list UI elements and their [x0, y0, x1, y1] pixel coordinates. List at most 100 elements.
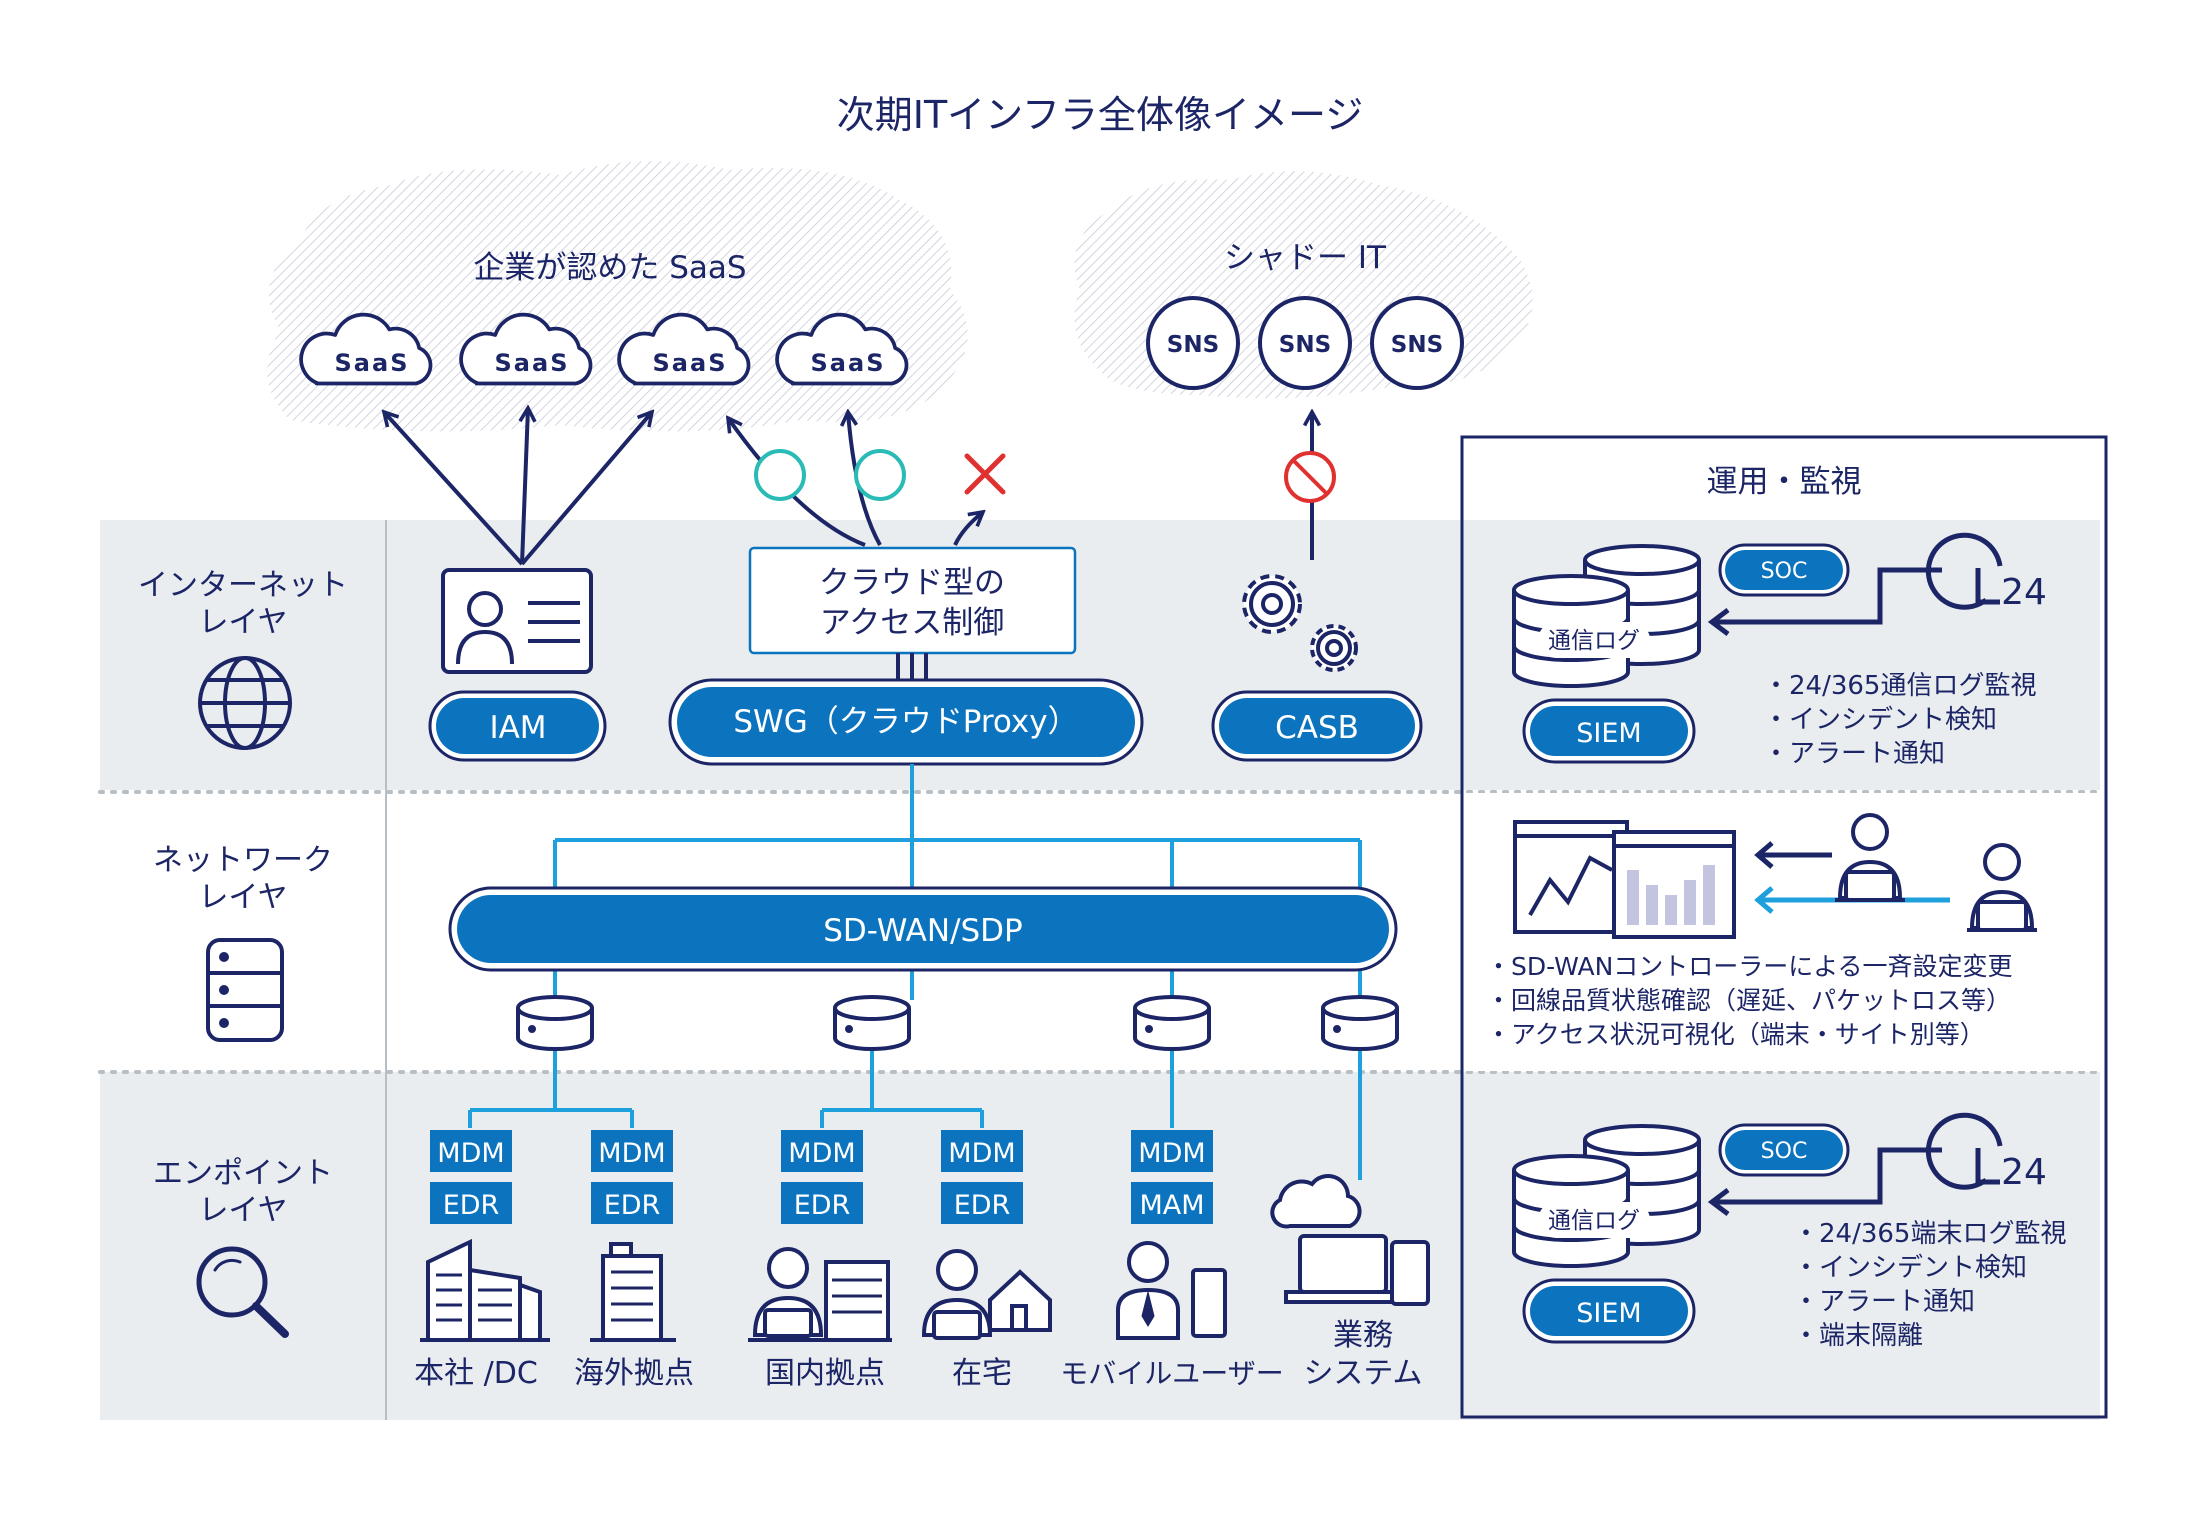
ops-bullet: ・アラート通知 — [1763, 739, 1945, 769]
iam-saas-arrows — [384, 408, 652, 566]
clock-icon — [1925, 1112, 2003, 1190]
svg-text:EDR: EDR — [954, 1190, 1011, 1221]
site-label: 業務 — [1333, 1318, 1393, 1353]
endpoint-layer-label: エンポイント — [153, 1156, 333, 1191]
soc-pill: SOC — [1718, 543, 1850, 597]
domestic-office-worker-icon — [748, 1247, 892, 1342]
database-icon — [206, 938, 284, 1042]
svg-text:IAM: IAM — [489, 710, 546, 746]
svg-text:MDM: MDM — [598, 1138, 665, 1169]
svg-text:SNS: SNS — [1391, 332, 1443, 358]
diagram-title: 次期ITインフラ全体像イメージ — [837, 93, 1364, 137]
monitoring-arrow — [1707, 1147, 1942, 1216]
svg-text:SaaS: SaaS — [495, 349, 570, 377]
gear-icon — [1242, 574, 1358, 672]
router-icon — [1321, 995, 1399, 1051]
dashboard-bar-chart-icon — [1612, 830, 1736, 939]
ops-bullet: ・アラート通知 — [1793, 1287, 1975, 1317]
svg-text:MDM: MDM — [788, 1138, 855, 1169]
soc-pill: SOC — [1718, 1123, 1850, 1177]
svg-text:MDM: MDM — [948, 1138, 1015, 1169]
site-label: 在宅 — [952, 1356, 1012, 1391]
svg-text:EDR: EDR — [443, 1190, 500, 1221]
svg-text:MDM: MDM — [1138, 1138, 1205, 1169]
internet-layer-label-2: レイヤ — [198, 605, 287, 640]
endpoint-tag: MAM — [1131, 1182, 1213, 1224]
endpoint-tag: MDM — [941, 1130, 1023, 1172]
ops-bullet: ・回線品質状態確認（遅延、パケットロス等） — [1486, 986, 2011, 1015]
operations-title: 運用・監視 — [1707, 464, 1862, 500]
shadow-it-title: シャドー IT — [1224, 240, 1387, 276]
endpoint-tag: MDM — [781, 1130, 863, 1172]
swg-connector — [896, 653, 928, 683]
svg-text:MAM: MAM — [1139, 1190, 1204, 1221]
endpoint-tag: EDR — [430, 1182, 512, 1224]
site-label: システム — [1303, 1356, 1422, 1391]
clock-24-label: 24 — [2001, 1152, 2047, 1193]
svg-text:SD-WAN/SDP: SD-WAN/SDP — [823, 913, 1023, 949]
sdwan-pill: SD-WAN/SDP — [448, 886, 1398, 972]
globe-icon — [198, 656, 292, 750]
operator-at-laptop-icon — [1835, 813, 1905, 902]
endpoint-tag: MDM — [591, 1130, 673, 1172]
internet-layer-label: インターネット — [138, 568, 348, 603]
home-worker-icon — [921, 1249, 1052, 1340]
ops-bullet: ・24/365通信ログ監視 — [1763, 671, 2036, 701]
ops-bullet: ・インシデント検知 — [1763, 705, 1997, 735]
endpoint-tag: EDR — [781, 1182, 863, 1224]
saas-cloud: SaaS — [461, 315, 590, 384]
svg-text:SIEM: SIEM — [1576, 718, 1641, 749]
headquarters-building-icon — [420, 1238, 550, 1342]
saas-cloud-area — [267, 161, 968, 432]
log-storage-label: 通信ログ — [1548, 1208, 1640, 1234]
svg-text:CASB: CASB — [1275, 710, 1359, 746]
svg-text:アクセス制御: アクセス制御 — [820, 605, 1004, 641]
endpoint-tag: MDM — [1131, 1130, 1213, 1172]
svg-text:SWG（クラウドProxy）: SWG（クラウドProxy） — [733, 704, 1078, 740]
operations-panel — [1460, 435, 2108, 1419]
router-icon — [833, 995, 911, 1051]
network-layer-label: ネットワーク — [153, 843, 333, 878]
clock-24-label: 24 — [2001, 572, 2047, 613]
ops-bullet: ・アクセス状況可視化（端末・サイト別等） — [1486, 1020, 1985, 1049]
svg-text:SaaS: SaaS — [653, 349, 728, 377]
sns-bubble: SNS — [1146, 296, 1240, 390]
svg-text:EDR: EDR — [604, 1190, 661, 1221]
site-label: 海外拠点 — [574, 1356, 694, 1391]
ops-bullet: ・24/365端末ログ監視 — [1793, 1219, 2066, 1249]
saas-cloud: SaaS — [777, 315, 906, 384]
business-system-icon — [1270, 1174, 1430, 1306]
router-icon — [1133, 995, 1211, 1051]
allowed-mark — [754, 449, 806, 501]
ops-bullet: ・SD-WANコントローラーによる一斉設定変更 — [1486, 952, 2013, 981]
operator-at-laptop-icon — [1967, 843, 2037, 932]
saas-cloud: SaaS — [301, 315, 430, 384]
overseas-office-building-icon — [590, 1242, 676, 1342]
id-card-icon — [441, 568, 593, 674]
site-label: 本社 /DC — [414, 1356, 538, 1391]
log-storage-icon — [1512, 1124, 1701, 1268]
site-label: 国内拠点 — [765, 1356, 885, 1391]
ops-bullet: ・端末隔離 — [1793, 1321, 1923, 1351]
dashboard-line-chart-icon — [1513, 820, 1629, 934]
network-layer-label-2: レイヤ — [198, 880, 287, 915]
svg-text:クラウド型の: クラウド型の — [819, 565, 1005, 601]
siem-pill: SIEM — [1522, 1278, 1696, 1344]
mobile-user-icon — [1116, 1241, 1227, 1340]
svg-text:EDR: EDR — [794, 1190, 851, 1221]
svg-text:SOC: SOC — [1761, 559, 1808, 584]
casb-pill: CASB — [1211, 690, 1423, 762]
monitoring-arrow — [1707, 567, 1942, 636]
svg-text:SIEM: SIEM — [1576, 1298, 1641, 1329]
clock-icon — [1925, 532, 2003, 610]
sns-bubble: SNS — [1370, 296, 1464, 390]
site-label: モバイルユーザー — [1060, 1357, 1283, 1390]
endpoint-layer-label-2: レイヤ — [198, 1193, 287, 1228]
access-control-box: クラウド型の アクセス制御 — [748, 546, 1077, 655]
endpoint-tag: EDR — [591, 1182, 673, 1224]
svg-text:SOC: SOC — [1761, 1139, 1808, 1164]
svg-text:SNS: SNS — [1279, 332, 1331, 358]
router-icon — [516, 995, 594, 1051]
endpoint-tag: MDM — [430, 1130, 512, 1172]
saas-group-title: 企業が認めた SaaS — [473, 250, 746, 286]
